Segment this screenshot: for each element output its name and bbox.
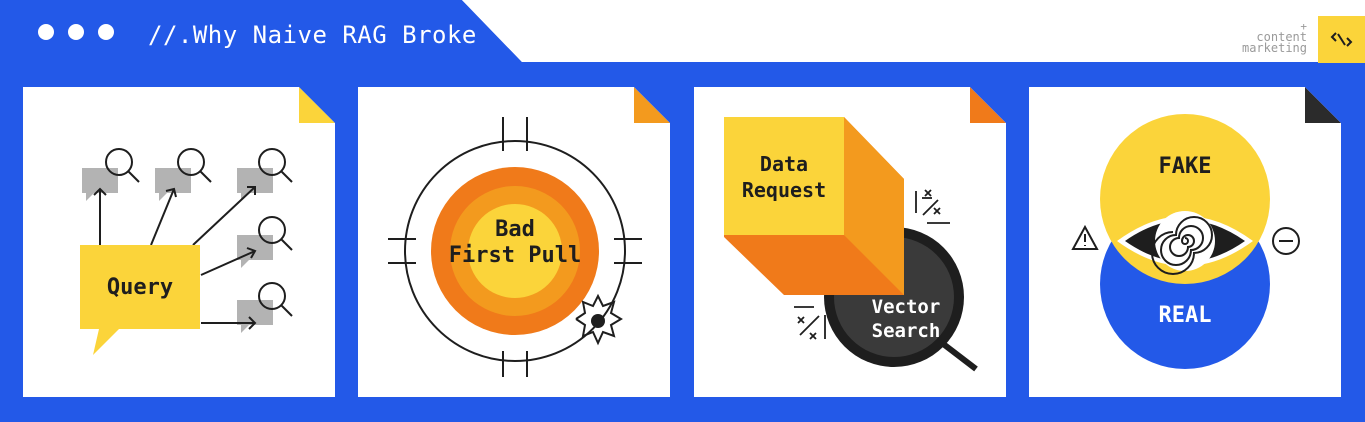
vector-search-line-1: Vector (871, 296, 941, 318)
panel-vector-search: Data Request Vector Search (694, 87, 1006, 397)
window-dot (98, 24, 114, 40)
panel-query-art (80, 87, 335, 355)
panel-target-art (388, 87, 670, 377)
explosion-icon (575, 293, 623, 346)
vector-search-line-2: Search (871, 320, 941, 342)
brand-wordmark: + content marketing (1241, 20, 1307, 55)
brand-badge (1318, 16, 1365, 63)
bad-first-pull-line-1: Bad (495, 217, 535, 242)
magnifier-icon (105, 148, 293, 317)
no-entry-icon (1272, 227, 1300, 255)
vector-search-label: Vector Search (860, 295, 952, 343)
bad-first-pull-line-2: First Pull (448, 243, 582, 268)
panel-query: Query (23, 87, 335, 397)
warning-icon (1071, 224, 1099, 250)
brand-line-2: marketing (1241, 41, 1307, 55)
data-request-label: Data Request (724, 151, 844, 203)
chevron-brackets-icon (1330, 32, 1353, 47)
query-label: Query (106, 275, 174, 300)
window-dot (38, 24, 54, 40)
data-request-line-1: Data (759, 152, 809, 176)
bad-first-pull-label: Bad First Pull (415, 217, 615, 269)
fake-label: FAKE (1158, 154, 1212, 179)
panel-bad-first-pull: Bad First Pull (358, 87, 670, 397)
math-symbols-icon (794, 189, 950, 340)
brand-plus: + (1300, 20, 1307, 33)
eye-spiral-icon (1151, 211, 1215, 275)
panel-cube-art (724, 87, 1006, 372)
brand-line-1: content (1256, 30, 1307, 44)
real-label: REAL (1158, 303, 1212, 328)
page-title: //.Why Naive RAG Broke (148, 21, 477, 49)
crosshair-icon (388, 117, 642, 377)
panel-eye-art (1071, 87, 1341, 369)
data-request-line-2: Request (741, 178, 827, 202)
window-dots (38, 24, 114, 40)
panel-fake-real: FAKE REAL (1029, 87, 1341, 397)
window-dot (68, 24, 84, 40)
